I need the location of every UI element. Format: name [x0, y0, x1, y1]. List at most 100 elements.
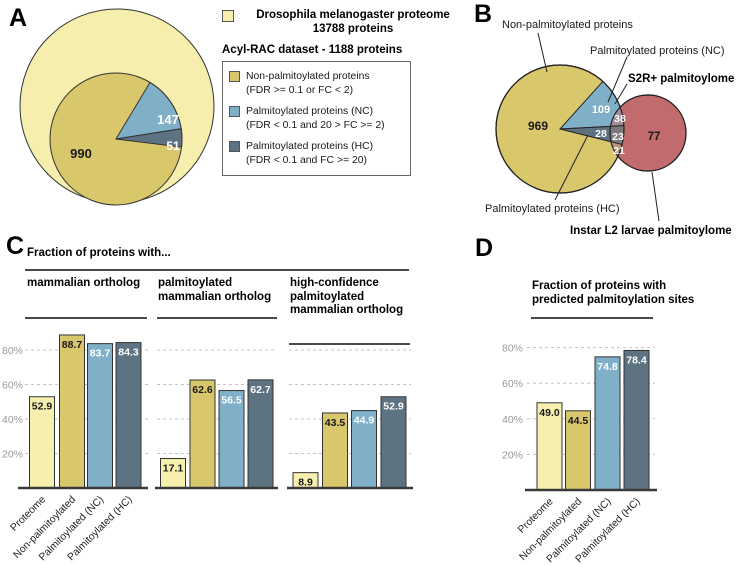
- bar-value-label: 83.7: [90, 348, 111, 360]
- callout-line-hc: [554, 134, 589, 201]
- callout-palmitoylated-nc: Palmitoylated proteins (NC): [590, 45, 725, 57]
- panel-a-venn: 990 147 51: [19, 8, 215, 206]
- legend-item-palmitoylated-hc: Palmitoylated proteins (HC) (FDR < 0.1 a…: [229, 140, 404, 167]
- y-tick-label: 60%: [2, 380, 23, 392]
- panel-d-title: Fraction of proteins with predicted palm…: [532, 279, 694, 307]
- panel-d-title-rule: [531, 317, 653, 319]
- callout-palmitoylated-hc: Palmitoylated proteins (HC): [485, 203, 620, 215]
- panel-b-venn: Non-palmitoylated proteins Palmitoylated…: [485, 19, 734, 237]
- count-non-palmitoylated: 990: [70, 146, 92, 161]
- bar-value-label: 17.1: [163, 463, 184, 475]
- palmitoylated-nc-wedge: [115, 81, 182, 140]
- legend-criteria: (FDR >= 0.1 or FC < 2): [246, 84, 354, 96]
- bar: [247, 379, 274, 489]
- panel-d-label: D: [475, 234, 494, 262]
- bar: [189, 379, 216, 489]
- group3-header-line3: mammalian ortholog: [290, 304, 404, 316]
- bar: [59, 334, 85, 489]
- count-969: 969: [528, 119, 548, 133]
- y-tick-label: 20%: [502, 449, 523, 461]
- callout-larvae-palmitoylome: Instar L2 larvae palmitoylome: [570, 225, 732, 237]
- group3-header-line1: high-confidence: [290, 277, 379, 289]
- bar-value-label: 43.5: [325, 417, 346, 429]
- count-77: 77: [648, 131, 661, 143]
- legend-item-text: Palmitoylated proteins (NC) (FDR < 0.1 a…: [246, 105, 385, 132]
- legend-label: Non-palmitoylated proteins: [246, 71, 370, 82]
- palmitoylated-nc-color-swatch: [229, 106, 240, 117]
- bar-value-label: 88.7: [62, 339, 83, 351]
- legend-label: Palmitoylated proteins (NC): [246, 106, 374, 117]
- count-38: 38: [614, 113, 626, 125]
- bar-value-label: 74.8: [597, 361, 618, 373]
- bar-value-label: 44.9: [354, 415, 375, 427]
- group3-header: high-confidence palmitoylated mammalian …: [290, 277, 403, 318]
- count-23: 23: [612, 131, 624, 143]
- legend-criteria: (FDR < 0.1 and 20 > FC >= 2): [246, 119, 385, 131]
- legend-criteria: (FDR < 0.1 and FC >= 20): [246, 154, 367, 166]
- panel-c-label: C: [6, 232, 25, 260]
- bar-value-label: 52.9: [32, 401, 53, 413]
- panel-d-chart: 20%40%60%80%49.044.574.878.4ProteomeNon-…: [502, 343, 657, 565]
- bar-value-label: 52.9: [383, 401, 404, 413]
- proteome-color-swatch: [222, 10, 234, 22]
- bar: [623, 349, 650, 491]
- bar-value-label: 49.0: [539, 407, 560, 419]
- legend-item-palmitoylated-nc: Palmitoylated proteins (NC) (FDR < 0.1 a…: [229, 105, 404, 132]
- callout-line-nc: [607, 56, 628, 103]
- bar: [160, 458, 186, 489]
- legend-proteome-row: Drosophila melanogaster proteome 13788 p…: [222, 8, 467, 36]
- callout-s2r-palmitoylome: S2R+ palmitoylome: [628, 73, 734, 85]
- legend-proteome-line2: 13788 proteins: [312, 23, 394, 35]
- count-109: 109: [592, 104, 610, 116]
- group2-header-line2: mammalian ortholog: [158, 290, 272, 303]
- legend-item-text: Non-palmitoylated proteins (FDR >= 0.1 o…: [246, 70, 370, 97]
- bar: [115, 342, 142, 489]
- y-tick-label: 60%: [502, 378, 523, 390]
- y-tick-label: 40%: [502, 414, 523, 426]
- count-palmitoylated-nc: 147: [157, 112, 179, 127]
- non-palmitoylated-color-swatch: [229, 71, 240, 82]
- bar: [29, 396, 55, 489]
- y-tick-label: 20%: [2, 449, 23, 461]
- panel-c-title: Fraction of proteins with...: [27, 247, 171, 259]
- larvae-circle-outline: [609, 94, 687, 172]
- count-palmitoylated-hc: 51: [166, 139, 180, 153]
- palmitoylated-hc-color-swatch: [229, 141, 240, 152]
- panel-d-title-line2: predicted palmitoylation sites: [532, 294, 695, 306]
- legend-item-text: Palmitoylated proteins (HC) (FDR < 0.1 a…: [246, 140, 373, 167]
- bar-value-label: 8.9: [298, 477, 313, 489]
- panel-c-title-rule: [25, 269, 409, 271]
- group2-header-line1: palmitoylated: [158, 277, 233, 289]
- panel-b-label: B: [474, 0, 493, 28]
- bar-value-label: 62.6: [192, 384, 213, 396]
- bar: [565, 410, 591, 491]
- callout-line-larvae: [651, 171, 660, 222]
- group3-header-line2: palmitoylated: [290, 290, 365, 303]
- legend-item-non-palmitoylated: Non-palmitoylated proteins (FDR >= 0.1 o…: [229, 70, 404, 97]
- y-tick-label: 80%: [502, 343, 523, 355]
- bar-value-label: 56.5: [221, 395, 242, 407]
- palmitoylated-hc-wedge: [115, 128, 183, 148]
- bar: [380, 396, 407, 489]
- group1-header: mammalian ortholog: [27, 277, 141, 289]
- panel-a-label: A: [9, 4, 28, 32]
- acylrac-dataset-header: Acyl-RAC dataset - 1188 proteins: [222, 44, 403, 56]
- panel-a-legend: Drosophila melanogaster proteome 13788 p…: [222, 8, 467, 176]
- callout-line-non-palmitoylated: [537, 32, 548, 73]
- s2r-circle-outline: [495, 64, 625, 194]
- y-tick-label: 80%: [2, 345, 23, 357]
- bar: [322, 412, 348, 489]
- bar: [594, 356, 621, 491]
- callout-line-s2r: [614, 83, 628, 105]
- callout-non-palmitoylated: Non-palmitoylated proteins: [502, 19, 633, 31]
- group2-header: palmitoylated mammalian ortholog: [158, 277, 271, 304]
- legend-box: Non-palmitoylated proteins (FDR >= 0.1 o…: [222, 61, 411, 176]
- group3-rule: [289, 343, 410, 345]
- bar-value-label: 62.7: [250, 384, 271, 396]
- y-tick-label: 40%: [2, 414, 23, 426]
- legend-label: Palmitoylated proteins (HC): [246, 141, 374, 152]
- bar-value-label: 84.3: [118, 347, 139, 359]
- legend-proteome-title: Drosophila melanogaster proteome 13788 p…: [239, 8, 467, 36]
- group2-rule: [157, 317, 277, 319]
